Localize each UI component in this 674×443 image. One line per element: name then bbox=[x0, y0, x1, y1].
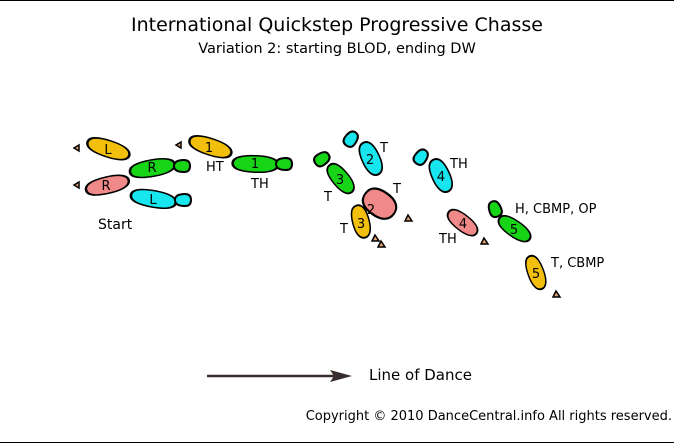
copyright-notice: Copyright © 2010 DanceCentral.info All r… bbox=[305, 409, 672, 424]
step-number: 5 bbox=[510, 223, 518, 238]
start-foot-green-right: R bbox=[127, 154, 191, 182]
step-4-cyan: 4 TH bbox=[410, 146, 468, 197]
foot-label: L bbox=[104, 143, 112, 158]
step-annotation: H, CBMP, OP bbox=[515, 202, 597, 217]
step-number: 1 bbox=[205, 141, 213, 156]
step-annotation: T bbox=[339, 222, 348, 237]
step-number: 5 bbox=[532, 267, 540, 282]
step-5-yellow: 5 T, CBMP bbox=[521, 252, 604, 298]
toe-tip-icon bbox=[479, 236, 490, 245]
foot-label: R bbox=[147, 161, 156, 176]
step-5-green: 5 H, CBMP, OP bbox=[485, 198, 597, 247]
start-label: Start bbox=[98, 217, 133, 233]
foot-label: L bbox=[149, 193, 157, 208]
step-number: 4 bbox=[437, 170, 445, 185]
step-annotation: TH bbox=[449, 157, 468, 172]
step-2-pink: 2 T bbox=[356, 182, 414, 226]
foot-label: R bbox=[101, 179, 110, 194]
page-subtitle: Variation 2: starting BLOD, ending DW bbox=[198, 41, 476, 57]
heel-icon bbox=[340, 128, 362, 150]
step-1-yellow: 1 HT bbox=[174, 130, 235, 175]
start-foot-cyan-left: L bbox=[128, 185, 192, 213]
toe-tip-icon bbox=[72, 180, 80, 190]
start-foot-yellow-left: L bbox=[72, 132, 133, 165]
toe-tip-icon bbox=[370, 233, 381, 242]
step-number: 1 bbox=[251, 157, 259, 172]
step-number: 3 bbox=[357, 217, 365, 232]
step-annotation: TH bbox=[438, 232, 457, 247]
toe-tip-icon bbox=[376, 239, 387, 248]
step-annotation: TH bbox=[250, 177, 269, 192]
step-3-green: 3 T bbox=[311, 148, 360, 205]
step-2-cyan: 2 T bbox=[340, 128, 388, 180]
toe-tip-icon bbox=[551, 289, 562, 298]
toe-tip-icon bbox=[72, 143, 80, 153]
step-annotation: HT bbox=[206, 160, 224, 175]
heel-icon bbox=[275, 157, 293, 171]
page-title: International Quickstep Progressive Chas… bbox=[131, 14, 543, 36]
step-4-pink: 4 TH bbox=[438, 204, 490, 247]
toe-tip-icon bbox=[174, 140, 182, 150]
step-1-green: 1 TH bbox=[231, 153, 293, 192]
step-annotation: T bbox=[392, 182, 401, 197]
step-number: 4 bbox=[459, 217, 467, 232]
start-foot-pink-right: R bbox=[72, 170, 132, 200]
heel-icon bbox=[410, 146, 432, 168]
step-number: 2 bbox=[367, 203, 375, 218]
step-annotation: T bbox=[379, 141, 388, 156]
heel-icon bbox=[173, 159, 191, 173]
step-number: 3 bbox=[336, 173, 344, 188]
step-annotation: T bbox=[323, 190, 332, 205]
step-3-yellow: 3 T bbox=[339, 202, 387, 248]
arrowhead-icon bbox=[330, 370, 352, 382]
toe-tip-icon bbox=[403, 213, 414, 222]
step-number: 2 bbox=[366, 153, 374, 168]
line-of-dance-label: Line of Dance bbox=[369, 366, 472, 384]
step-annotation: T, CBMP bbox=[550, 256, 604, 271]
line-of-dance-arrow bbox=[207, 370, 352, 382]
heel-icon bbox=[174, 193, 192, 207]
